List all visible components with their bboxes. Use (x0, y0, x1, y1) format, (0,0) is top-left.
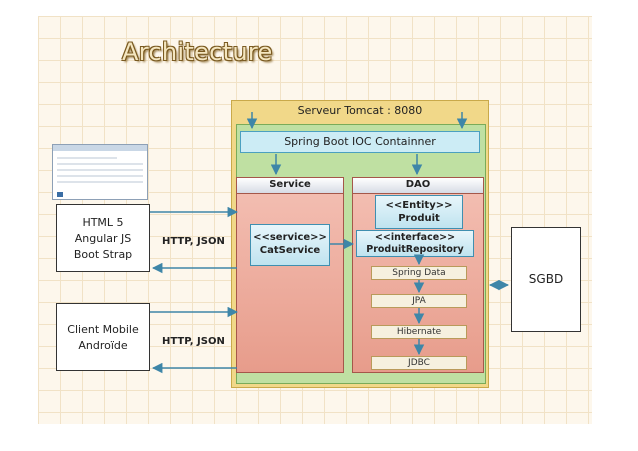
ioc-container-label: Spring Boot IOC Containner (240, 131, 480, 153)
browser-button (57, 192, 63, 197)
produit-repository-box: <<interface>> ProduitRepository (356, 230, 474, 257)
tomcat-label: Serveur Tomcat : 8080 (297, 104, 423, 117)
mobile-client-line: Androïde (78, 339, 128, 352)
slide-title: Architecture (122, 38, 273, 66)
entity-produit-box: <<Entity>> Produit (375, 195, 463, 229)
browser-row (57, 157, 117, 159)
web-client-line: Angular JS (74, 232, 132, 245)
mobile-client-box: Client Mobile Androïde (56, 303, 150, 371)
spring-data-box: Spring Data (371, 266, 467, 280)
web-client-box: HTML 5 Angular JS Boot Strap (56, 204, 150, 272)
web-client-line: HTML 5 (82, 216, 124, 229)
repository-name: ProduitRepository (366, 244, 464, 255)
catservice-stereotype: <<service>> (253, 232, 327, 243)
browser-toolbar (53, 145, 147, 151)
browser-screenshot-thumbnail (52, 144, 148, 200)
service-layer: Service (236, 177, 344, 373)
browser-row (57, 181, 143, 183)
web-protocol-label: HTTP, JSON (162, 236, 225, 247)
web-client-line: Boot Strap (73, 248, 133, 261)
browser-row (57, 163, 143, 165)
jpa-box: JPA (371, 294, 467, 308)
jdbc-box: JDBC (371, 356, 467, 370)
service-header: Service (237, 178, 343, 194)
catservice-box: <<service>> CatService (250, 224, 330, 266)
mobile-client-line: Client Mobile (67, 323, 139, 336)
entity-stereotype: <<Entity>> (385, 200, 453, 211)
hibernate-box: Hibernate (371, 325, 467, 339)
repository-stereotype: <<interface>> (374, 232, 456, 243)
dao-header: DAO (353, 178, 483, 194)
mobile-protocol-label: HTTP, JSON (162, 336, 225, 347)
browser-row (57, 169, 143, 171)
browser-row (57, 175, 143, 177)
database-box: SGBD (511, 227, 581, 332)
catservice-name: CatService (259, 245, 321, 256)
entity-name: Produit (398, 213, 440, 224)
